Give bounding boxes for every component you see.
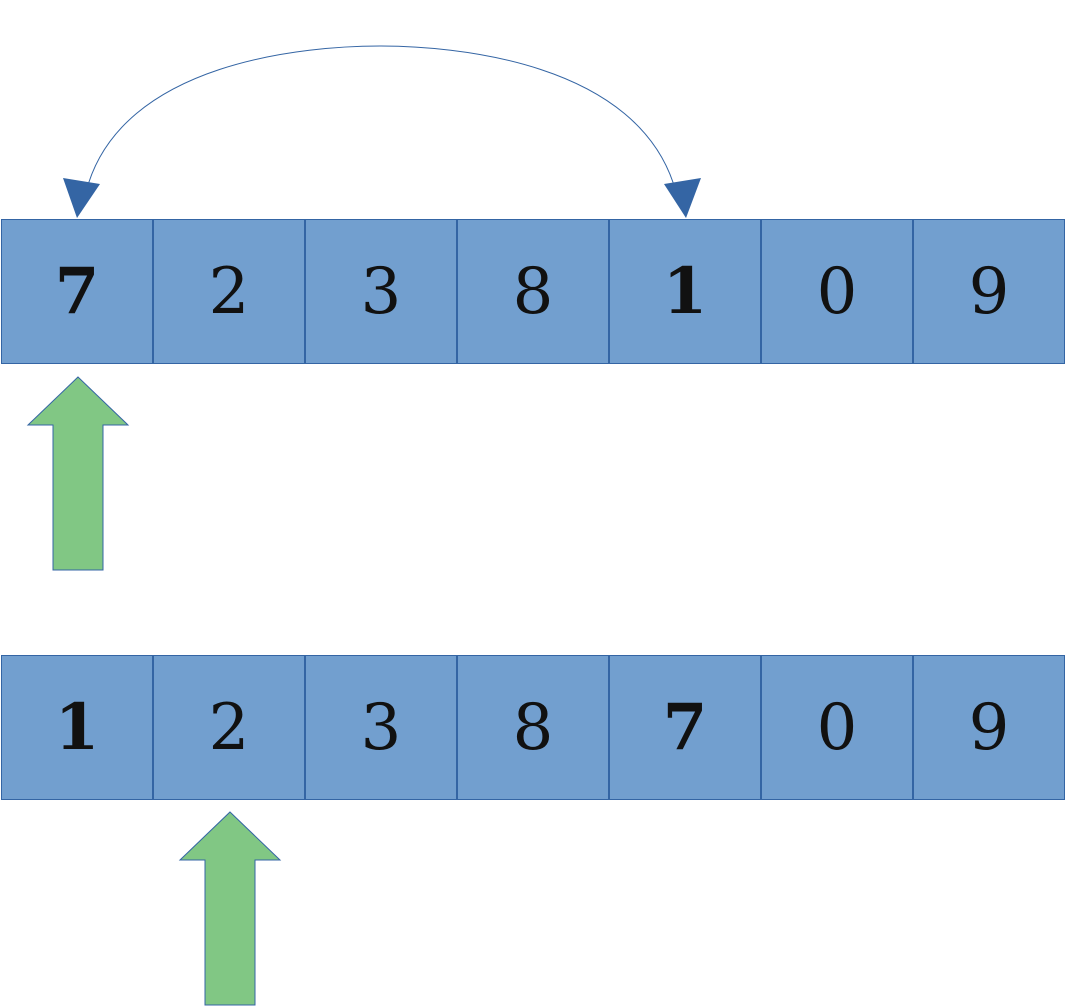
swap-arrowhead-icon [63,178,100,218]
array-cell: 1 [1,655,153,800]
array-cell: 3 [305,655,457,800]
swap-arrowhead-icon [664,178,701,218]
pointer-up-arrow-icon [178,811,282,1006]
array-cell: 2 [153,655,305,800]
array-before-swap: 7 2 3 8 1 0 9 [1,219,1065,364]
array-cell: 9 [913,655,1065,800]
array-cell: 1 [609,219,761,364]
array-cell: 8 [457,655,609,800]
array-cell: 0 [761,655,913,800]
array-cell: 3 [305,219,457,364]
array-cell: 7 [609,655,761,800]
pointer-up-arrow-icon [26,376,130,571]
swap-arrow-curve [85,45,677,193]
array-after-swap: 1 2 3 8 7 0 9 [1,655,1065,800]
array-cell: 9 [913,219,1065,364]
array-cell: 0 [761,219,913,364]
array-cell: 8 [457,219,609,364]
array-cell: 2 [153,219,305,364]
array-cell: 7 [1,219,153,364]
